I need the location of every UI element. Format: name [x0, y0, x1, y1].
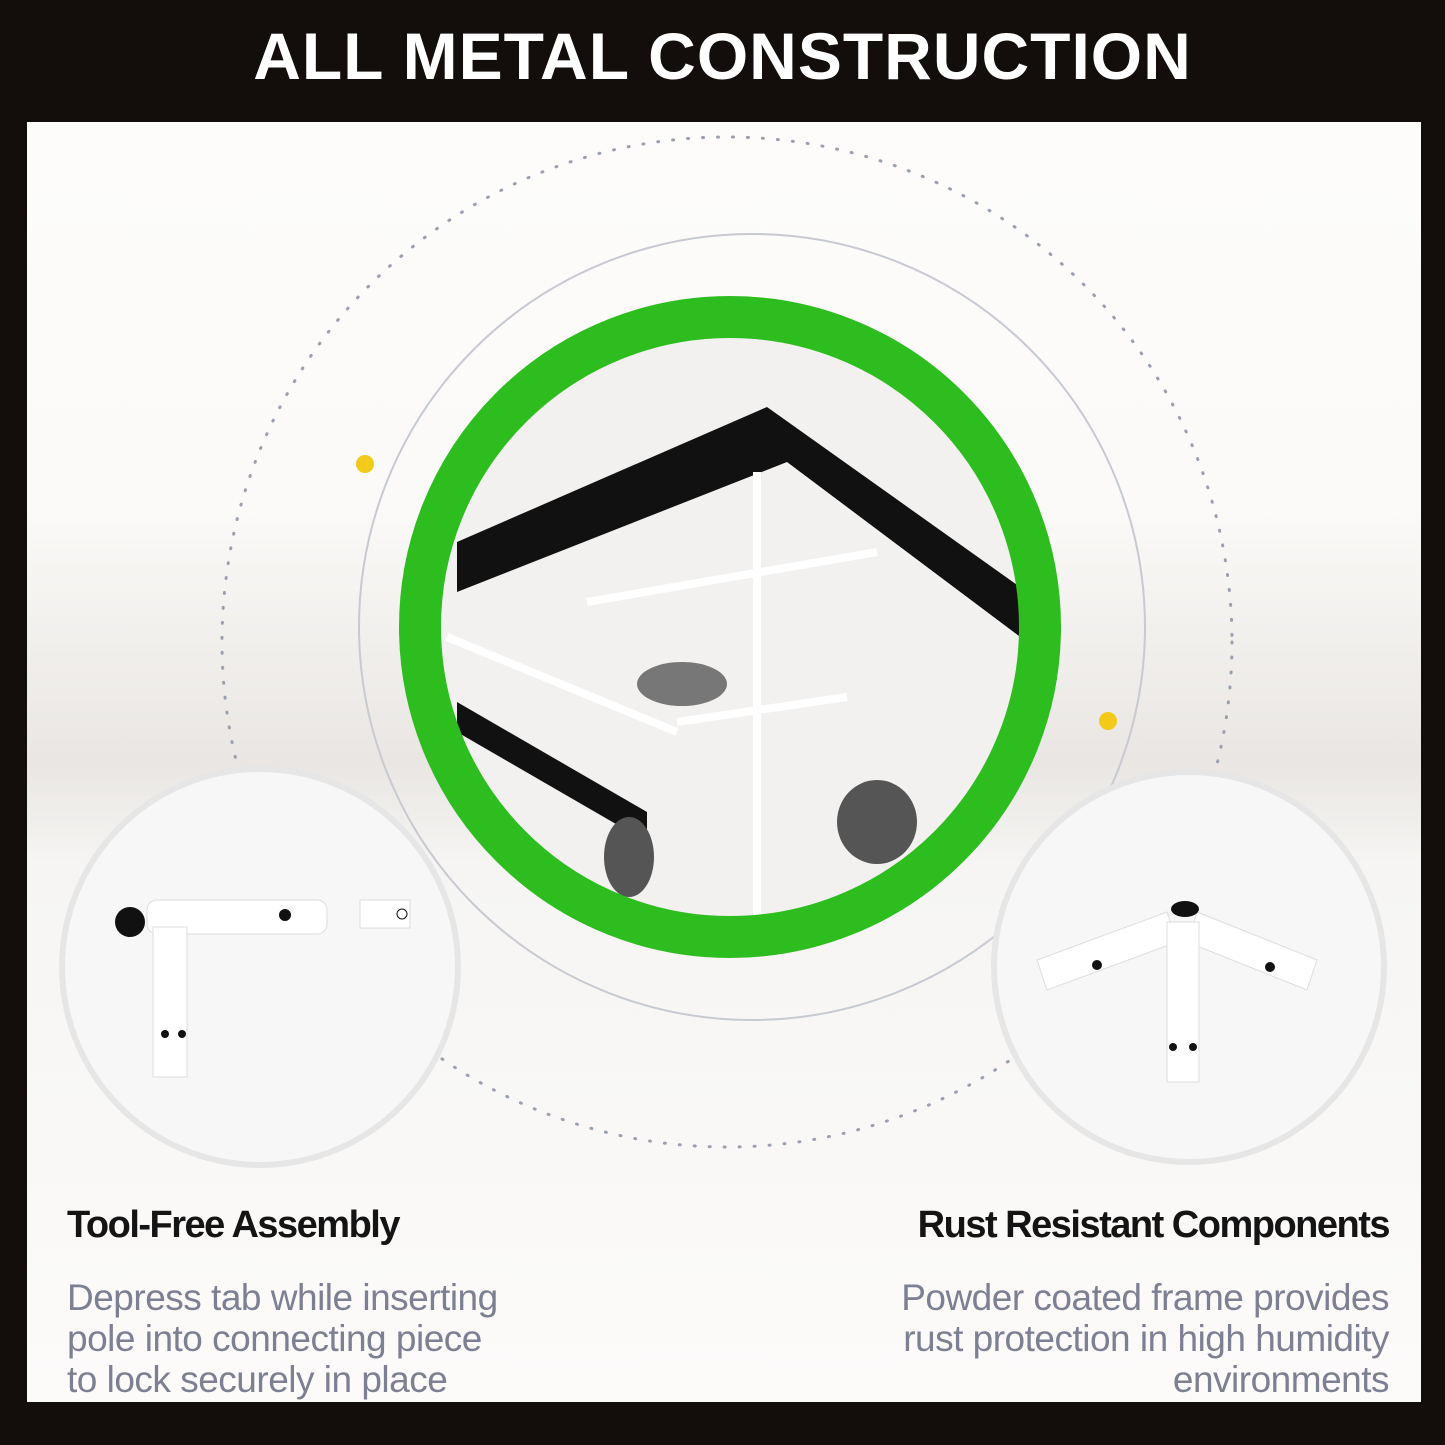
- feature-heading-tool-free: Tool-Free Assembly: [67, 1204, 400, 1246]
- content-panel: Tool-Free Assembly Depress tab while ins…: [27, 122, 1421, 1402]
- yellow-dot: [356, 455, 374, 473]
- page-title: ALL METAL CONSTRUCTION: [253, 19, 1192, 93]
- feature-heading-rust-resistant: Rust Resistant Components: [917, 1204, 1391, 1246]
- dotted-orbit: [220, 135, 1234, 1149]
- description-line: Depress tab while inserting: [67, 1277, 498, 1318]
- elbow-connector-icon: [59, 766, 461, 1168]
- description-line: Powder coated frame provides: [901, 1277, 1389, 1318]
- yellow-dot: [1099, 712, 1117, 730]
- three-way-connector-icon: [991, 769, 1387, 1165]
- description-line: pole into connecting piece: [67, 1318, 482, 1359]
- thin-orbit: [358, 233, 1146, 1021]
- feature-description-rust-resistant: Powder coated frame provides rust protec…: [901, 1277, 1389, 1400]
- description-line: environments: [1172, 1359, 1390, 1400]
- tent-corner-closeup-icon: [399, 296, 1061, 958]
- description-line: to lock securely in place: [67, 1359, 448, 1400]
- product-illustration: [59, 135, 1387, 1168]
- feature-description-tool-free: Depress tab while inserting pole into co…: [67, 1277, 498, 1400]
- description-line: rust protection in high humidity: [903, 1318, 1389, 1359]
